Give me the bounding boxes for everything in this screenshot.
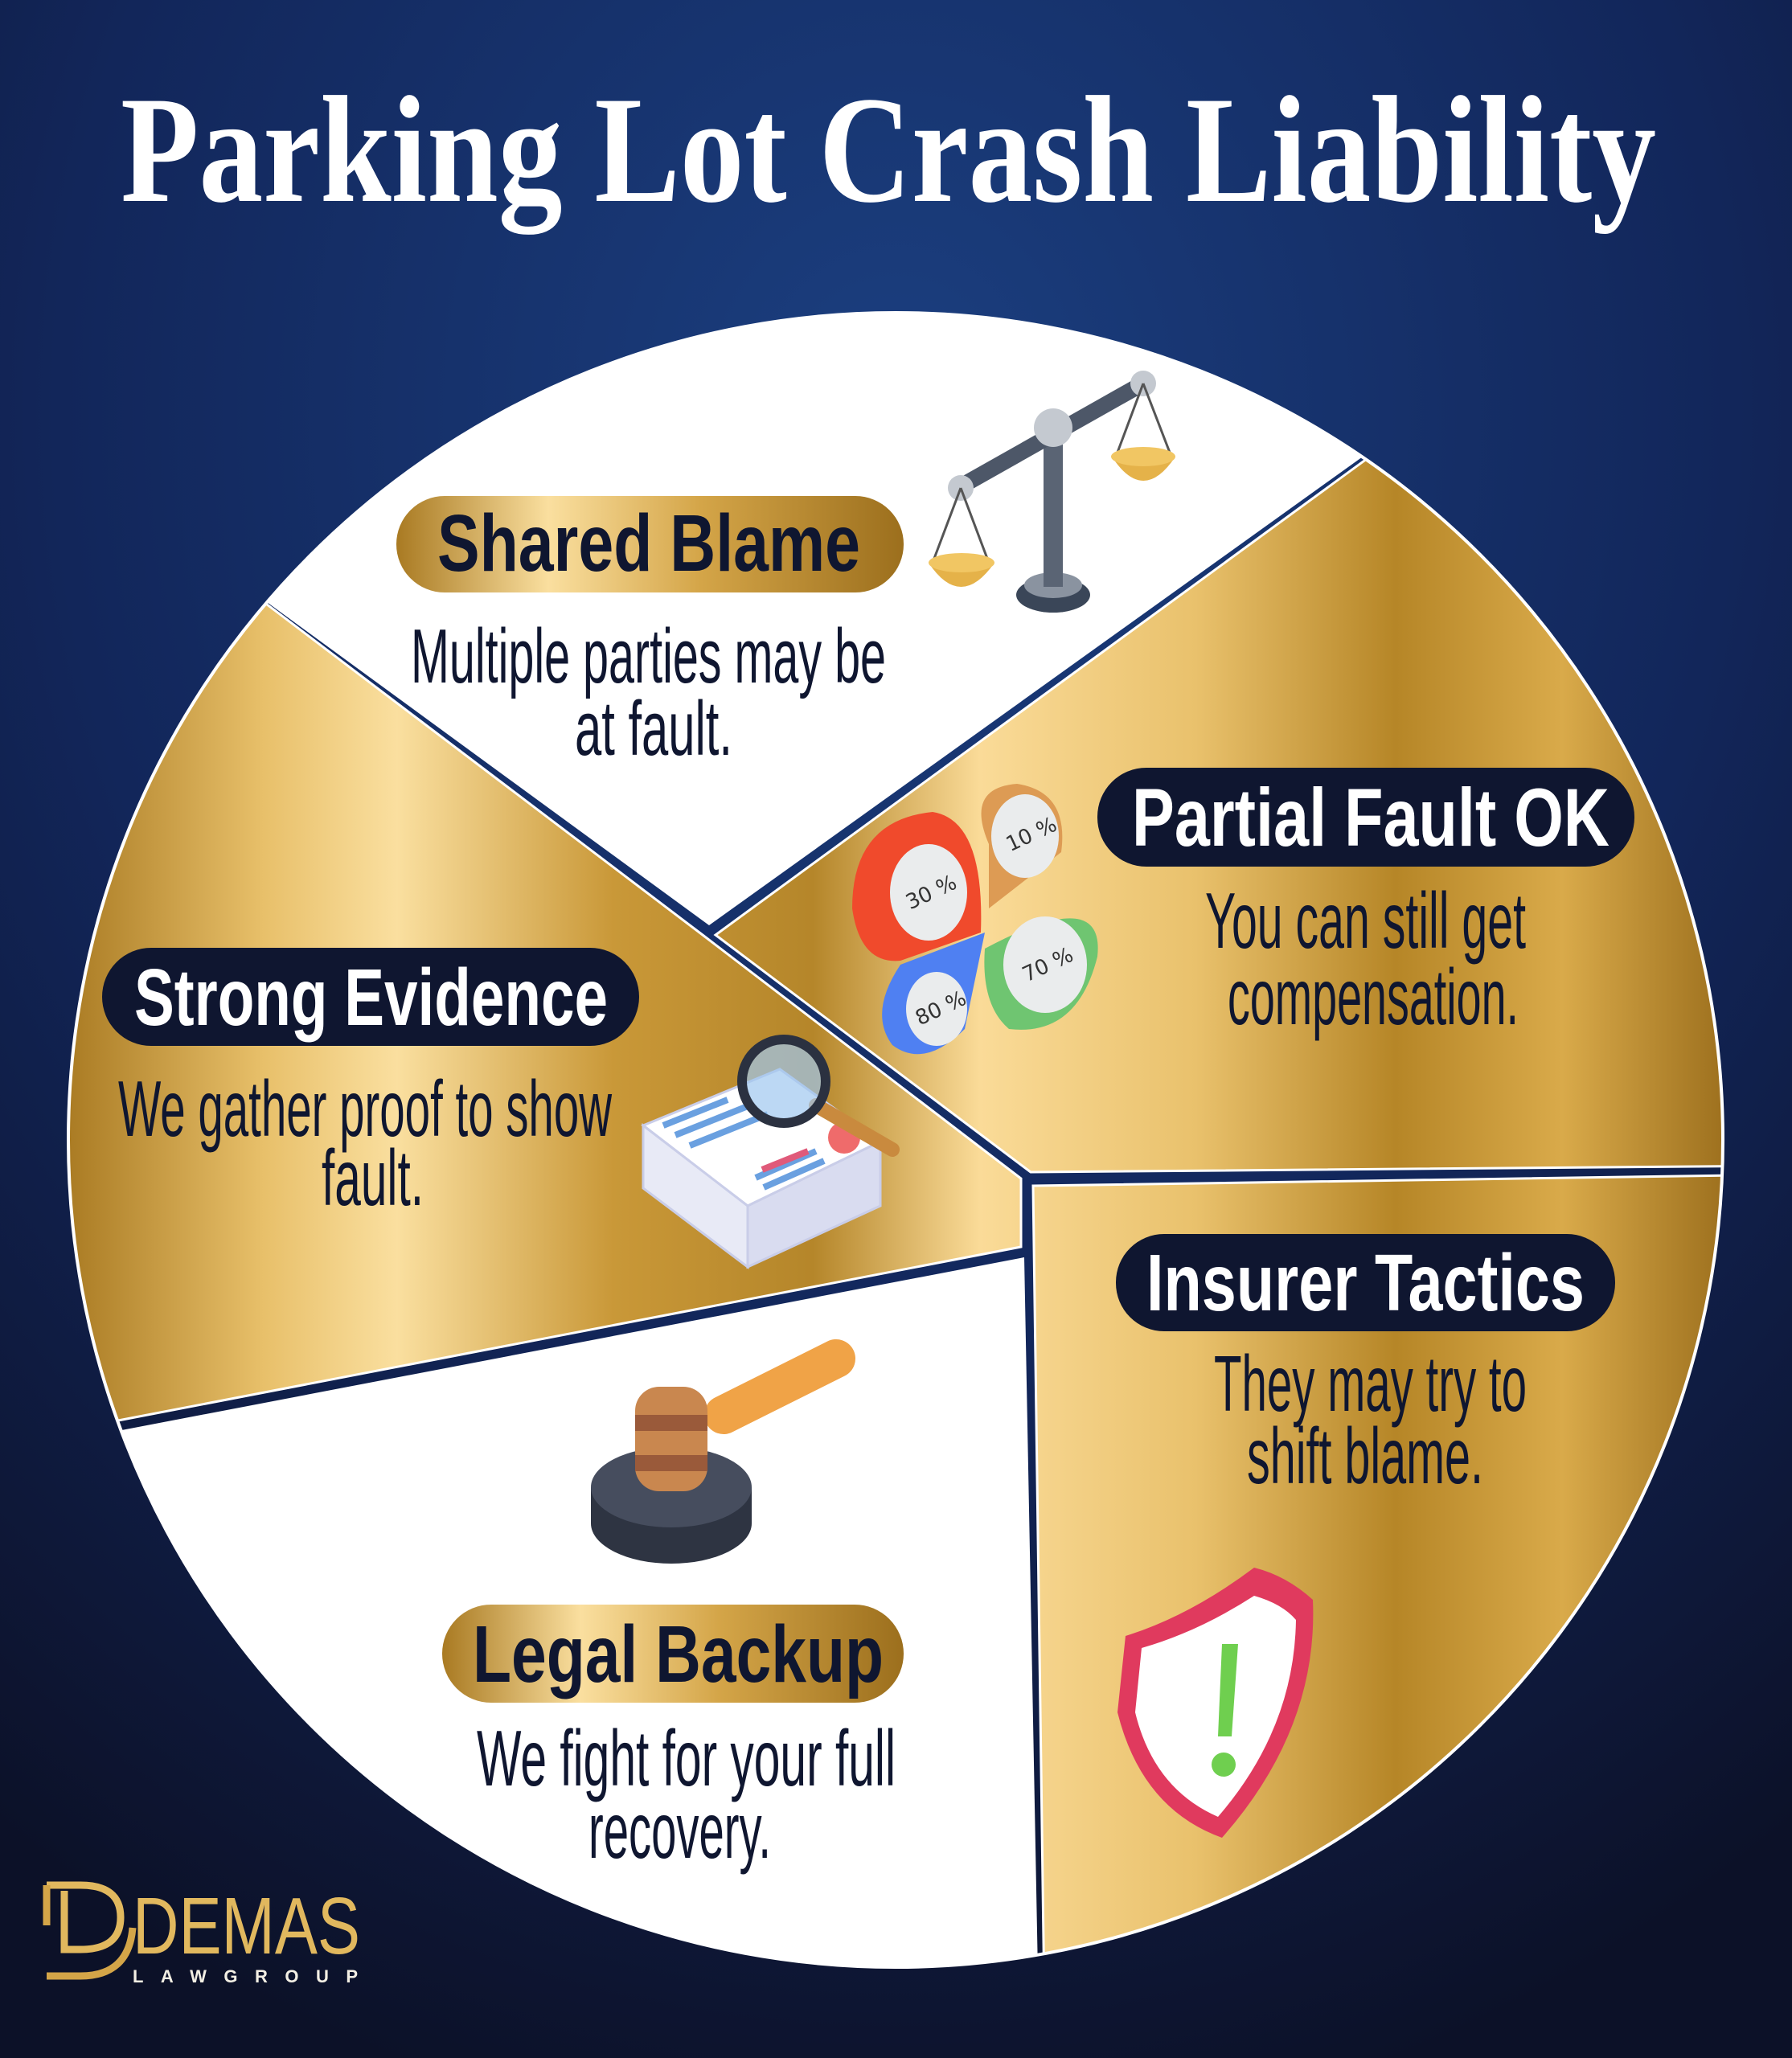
segment-shared-blame [68,313,1683,925]
partial-fault-pill [1097,768,1634,867]
page-title: Parking Lot Crash Liability [121,66,1656,235]
percentage-pie-icon [852,784,1098,1055]
legal-backup-heading: Legal Backup [473,1609,884,1699]
legal-backup-pill [442,1605,904,1703]
legal-backup-line-2: recovery. [588,1786,771,1875]
warning-shield-icon [1117,1568,1314,1838]
strong-evidence-line-1: We gather proof to show [118,1064,613,1153]
text-layer: Parking Lot Crash Liability Shared Blame… [118,66,1656,1986]
insurer-tactics-line-1: They may try to [1214,1339,1527,1428]
documents-magnifier-icon [641,1035,900,1270]
scales-of-justice-icon [929,371,1175,613]
insurer-tactics-pill [1116,1234,1615,1331]
insurer-tactics-line-2: shift blame. [1247,1412,1483,1500]
logo-wordmark: DEMAS [133,1881,360,1971]
partial-fault-heading: Partial Fault OK [1132,772,1610,863]
insurer-tactics-heading: Insurer Tactics [1146,1238,1585,1328]
partial-fault-line-2: compensation. [1228,953,1519,1041]
strong-evidence-line-2: fault. [322,1134,424,1222]
gavel-icon [591,1339,855,1564]
shared-blame-line-1: Multiple parties may be [411,613,886,699]
strong-evidence-heading: Strong Evidence [134,953,608,1043]
segment-partial-fault [713,313,1723,1174]
shared-blame-line-2: at fault. [575,686,732,772]
demas-law-group-logo [43,1881,137,1980]
legal-backup-line-1: We fight for your full [477,1714,896,1802]
shared-blame-pill [396,496,904,592]
partial-fault-line-1: You can still get [1205,876,1526,965]
shared-blame-heading: Shared Blame [437,498,860,588]
wheel-outline [67,311,1724,1969]
strong-evidence-pill [102,948,639,1046]
